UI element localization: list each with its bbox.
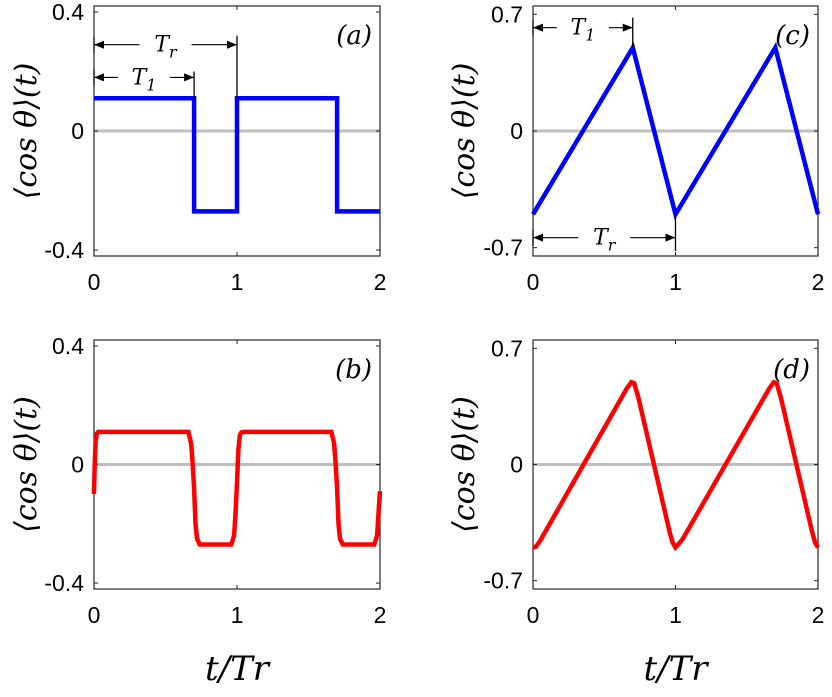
annotation-subscript: 1	[585, 26, 595, 45]
y-axis-label: ⟨cos θ⟩(t)	[447, 396, 482, 533]
x-tick-label: 1	[231, 269, 244, 295]
series-line-d-0	[532, 379, 820, 552]
x-tick-label: 0	[527, 269, 540, 295]
y-tick-label: 0.4	[52, 0, 84, 25]
y-tick-label: -0.4	[44, 570, 84, 596]
annotation-arrowhead	[94, 73, 104, 82]
annotation-arrowhead	[533, 23, 543, 32]
annotation-subscript: 1	[146, 75, 156, 94]
annotation-arrowhead	[227, 40, 237, 49]
annotation-symbol: T	[593, 226, 610, 251]
y-tick-label: 0	[510, 118, 523, 144]
y-tick-label: -0.7	[483, 235, 523, 261]
series-line-c-0	[531, 41, 821, 221]
panel-label: (b)	[335, 355, 372, 385]
y-axis-label: ⟨cos θ⟩(t)	[447, 63, 482, 200]
x-tick-label: 1	[669, 602, 682, 628]
x-tick-label: 2	[812, 269, 825, 295]
x-tick-label: 2	[374, 602, 387, 628]
y-tick-label: -0.4	[44, 237, 84, 263]
y-tick-label: 0.4	[52, 333, 84, 359]
annotation-arrowhead	[665, 233, 676, 242]
x-tick-label: 2	[812, 602, 825, 628]
y-tick-label: 0	[71, 118, 84, 144]
x-axis-label: t/Tr	[205, 649, 271, 689]
annotation-arrowhead	[94, 40, 104, 49]
annotation-label: Tr	[154, 33, 178, 62]
x-tick-label: 1	[231, 602, 244, 628]
annotation-arrowhead	[184, 73, 195, 82]
panel-label: (c)	[775, 21, 810, 51]
annotation-label: T1	[570, 16, 595, 45]
annotation-symbol: T	[132, 65, 149, 90]
y-tick-label: 0	[71, 452, 84, 478]
y-axis-label: ⟨cos θ⟩(t)	[9, 63, 44, 200]
x-tick-label: 0	[88, 269, 101, 295]
y-tick-label: 0	[510, 452, 523, 478]
x-tick-label: 0	[88, 602, 101, 628]
annotation-subscript: r	[169, 43, 178, 62]
y-axis-label: ⟨cos θ⟩(t)	[9, 396, 44, 533]
series-line-b-0	[91, 429, 383, 547]
annotation-symbol: T	[570, 16, 587, 41]
y-tick-label: -0.7	[483, 568, 523, 594]
series-line-a-0	[94, 96, 380, 214]
annotation-subscript: r	[608, 236, 617, 255]
annotation-arrowhead	[622, 23, 633, 32]
panel-label: (d)	[773, 355, 810, 385]
y-tick-label: 0.7	[491, 1, 523, 27]
panel-label: (a)	[336, 21, 372, 51]
annotation-arrowhead	[533, 233, 543, 242]
x-tick-label: 1	[669, 269, 682, 295]
annotation-label: T1	[132, 65, 157, 94]
x-axis-label: t/Tr	[643, 649, 709, 689]
x-tick-label: 0	[527, 602, 540, 628]
annotation-symbol: T	[154, 33, 171, 58]
annotation-label: Tr	[593, 226, 617, 255]
x-tick-label: 2	[374, 269, 387, 295]
y-tick-label: 0.7	[491, 335, 523, 361]
